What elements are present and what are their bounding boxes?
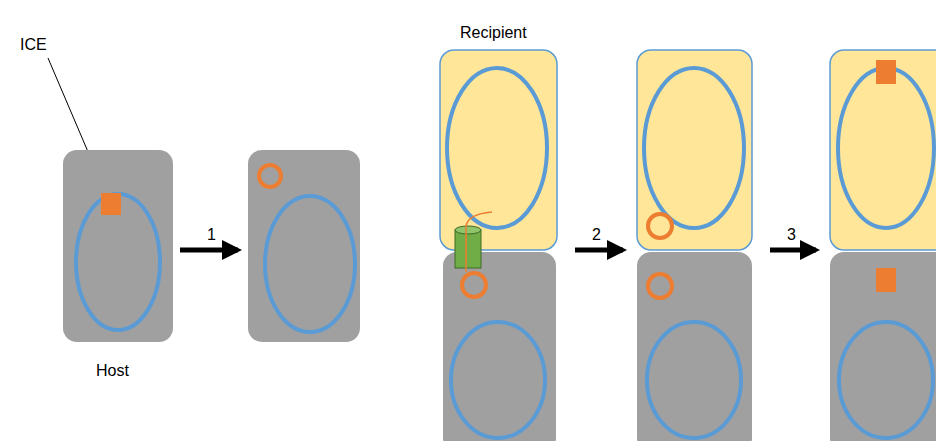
circular-ice xyxy=(462,273,486,297)
host-cell xyxy=(637,252,752,441)
circular-ice xyxy=(648,274,672,298)
host-cell xyxy=(830,252,936,441)
step-arrow xyxy=(575,248,623,253)
chromosome xyxy=(647,322,741,438)
transfer-channel xyxy=(455,212,492,272)
ice-element xyxy=(101,193,121,215)
recipient-cell xyxy=(637,50,752,250)
step-arrow xyxy=(770,248,816,253)
ice-element xyxy=(876,268,896,292)
step-number: 2 xyxy=(592,226,601,244)
callout-label: ICE xyxy=(20,36,47,54)
host-cell xyxy=(443,252,556,441)
ice-element xyxy=(876,60,896,84)
step-arrow xyxy=(180,248,238,253)
chromosome xyxy=(76,194,160,330)
recipient-cell xyxy=(830,50,936,250)
chromosome xyxy=(839,322,933,438)
step-number: 3 xyxy=(787,226,796,244)
circular-ice xyxy=(259,165,281,187)
cell-label: Recipient xyxy=(460,24,527,42)
recipient-cell xyxy=(440,50,557,250)
chromosome xyxy=(838,68,934,228)
step-number: 1 xyxy=(207,226,216,244)
chromosome xyxy=(447,68,547,228)
chromosome xyxy=(265,196,355,332)
chromosome xyxy=(451,322,545,438)
host-cell xyxy=(63,150,173,342)
cell-label: Host xyxy=(96,362,129,380)
host-cell xyxy=(248,150,360,342)
circular-ice xyxy=(648,214,672,238)
chromosome xyxy=(644,68,744,228)
